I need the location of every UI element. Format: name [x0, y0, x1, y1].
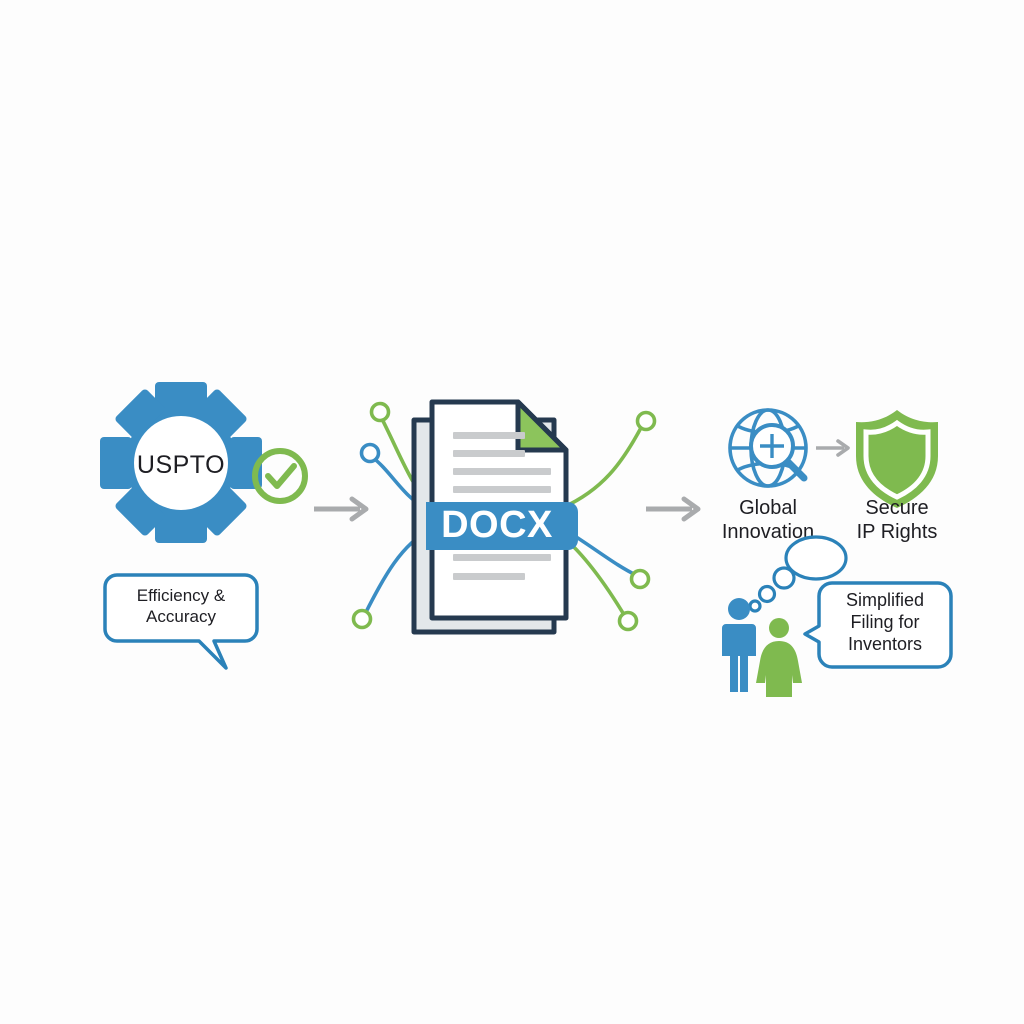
node-left-mid: [359, 442, 381, 464]
docx-document-stage: DOCX: [340, 380, 670, 650]
network-nodes: [351, 401, 657, 632]
callout-line-1: Efficiency &: [137, 586, 226, 605]
outcomes-stage: Global Innovation Secure IP Rights: [700, 390, 960, 697]
arrow-right-small-icon: [816, 439, 850, 457]
gear-label: USPTO: [137, 451, 225, 479]
callout-line-2: Accuracy: [146, 607, 216, 626]
arrow-gear-to-document: [312, 496, 374, 522]
node-right-bottom: [617, 610, 639, 632]
node-right-mid: [629, 568, 651, 590]
efficiency-accuracy-callout: [103, 573, 259, 670]
outcome-label-global-line1: Global: [739, 497, 797, 519]
globe-magnifier-icon: [728, 408, 808, 488]
uspto-gear-stage: USPTO Efficiency & Accuracy: [0, 0, 340, 700]
gear-icon: [100, 382, 262, 543]
shield-icon: [856, 410, 938, 508]
docx-banner: [426, 502, 578, 550]
node-left-bottom: [351, 608, 373, 630]
thought-bubble-icon: [748, 535, 848, 613]
node-left-top: [369, 401, 391, 423]
document-text-lines-below: [453, 554, 551, 580]
person-male-icon: [722, 598, 756, 692]
callout-simplified-line-2: Filing for: [850, 612, 919, 632]
document-text-lines-above: [453, 432, 551, 493]
callout-simplified-line-3: Inventors: [848, 634, 922, 654]
arrow-document-to-outcomes: [644, 496, 706, 522]
node-right-top: [635, 410, 657, 432]
check-circle-icon: [252, 448, 308, 504]
person-female-icon: [756, 618, 802, 697]
outcome-label-global-line2: Innovation: [722, 521, 814, 543]
simplified-filing-callout: [803, 581, 953, 669]
outcome-label-secure-line1: Secure: [865, 497, 928, 519]
arrow-right-icon: [646, 496, 701, 522]
docx-banner-label: DOCX: [441, 504, 553, 546]
callout-simplified-line-1: Simplified: [846, 590, 924, 610]
outcome-label-secure-line2: IP Rights: [857, 521, 938, 543]
arrow-right-icon: [314, 496, 369, 522]
document-fold-corner: [515, 399, 569, 453]
